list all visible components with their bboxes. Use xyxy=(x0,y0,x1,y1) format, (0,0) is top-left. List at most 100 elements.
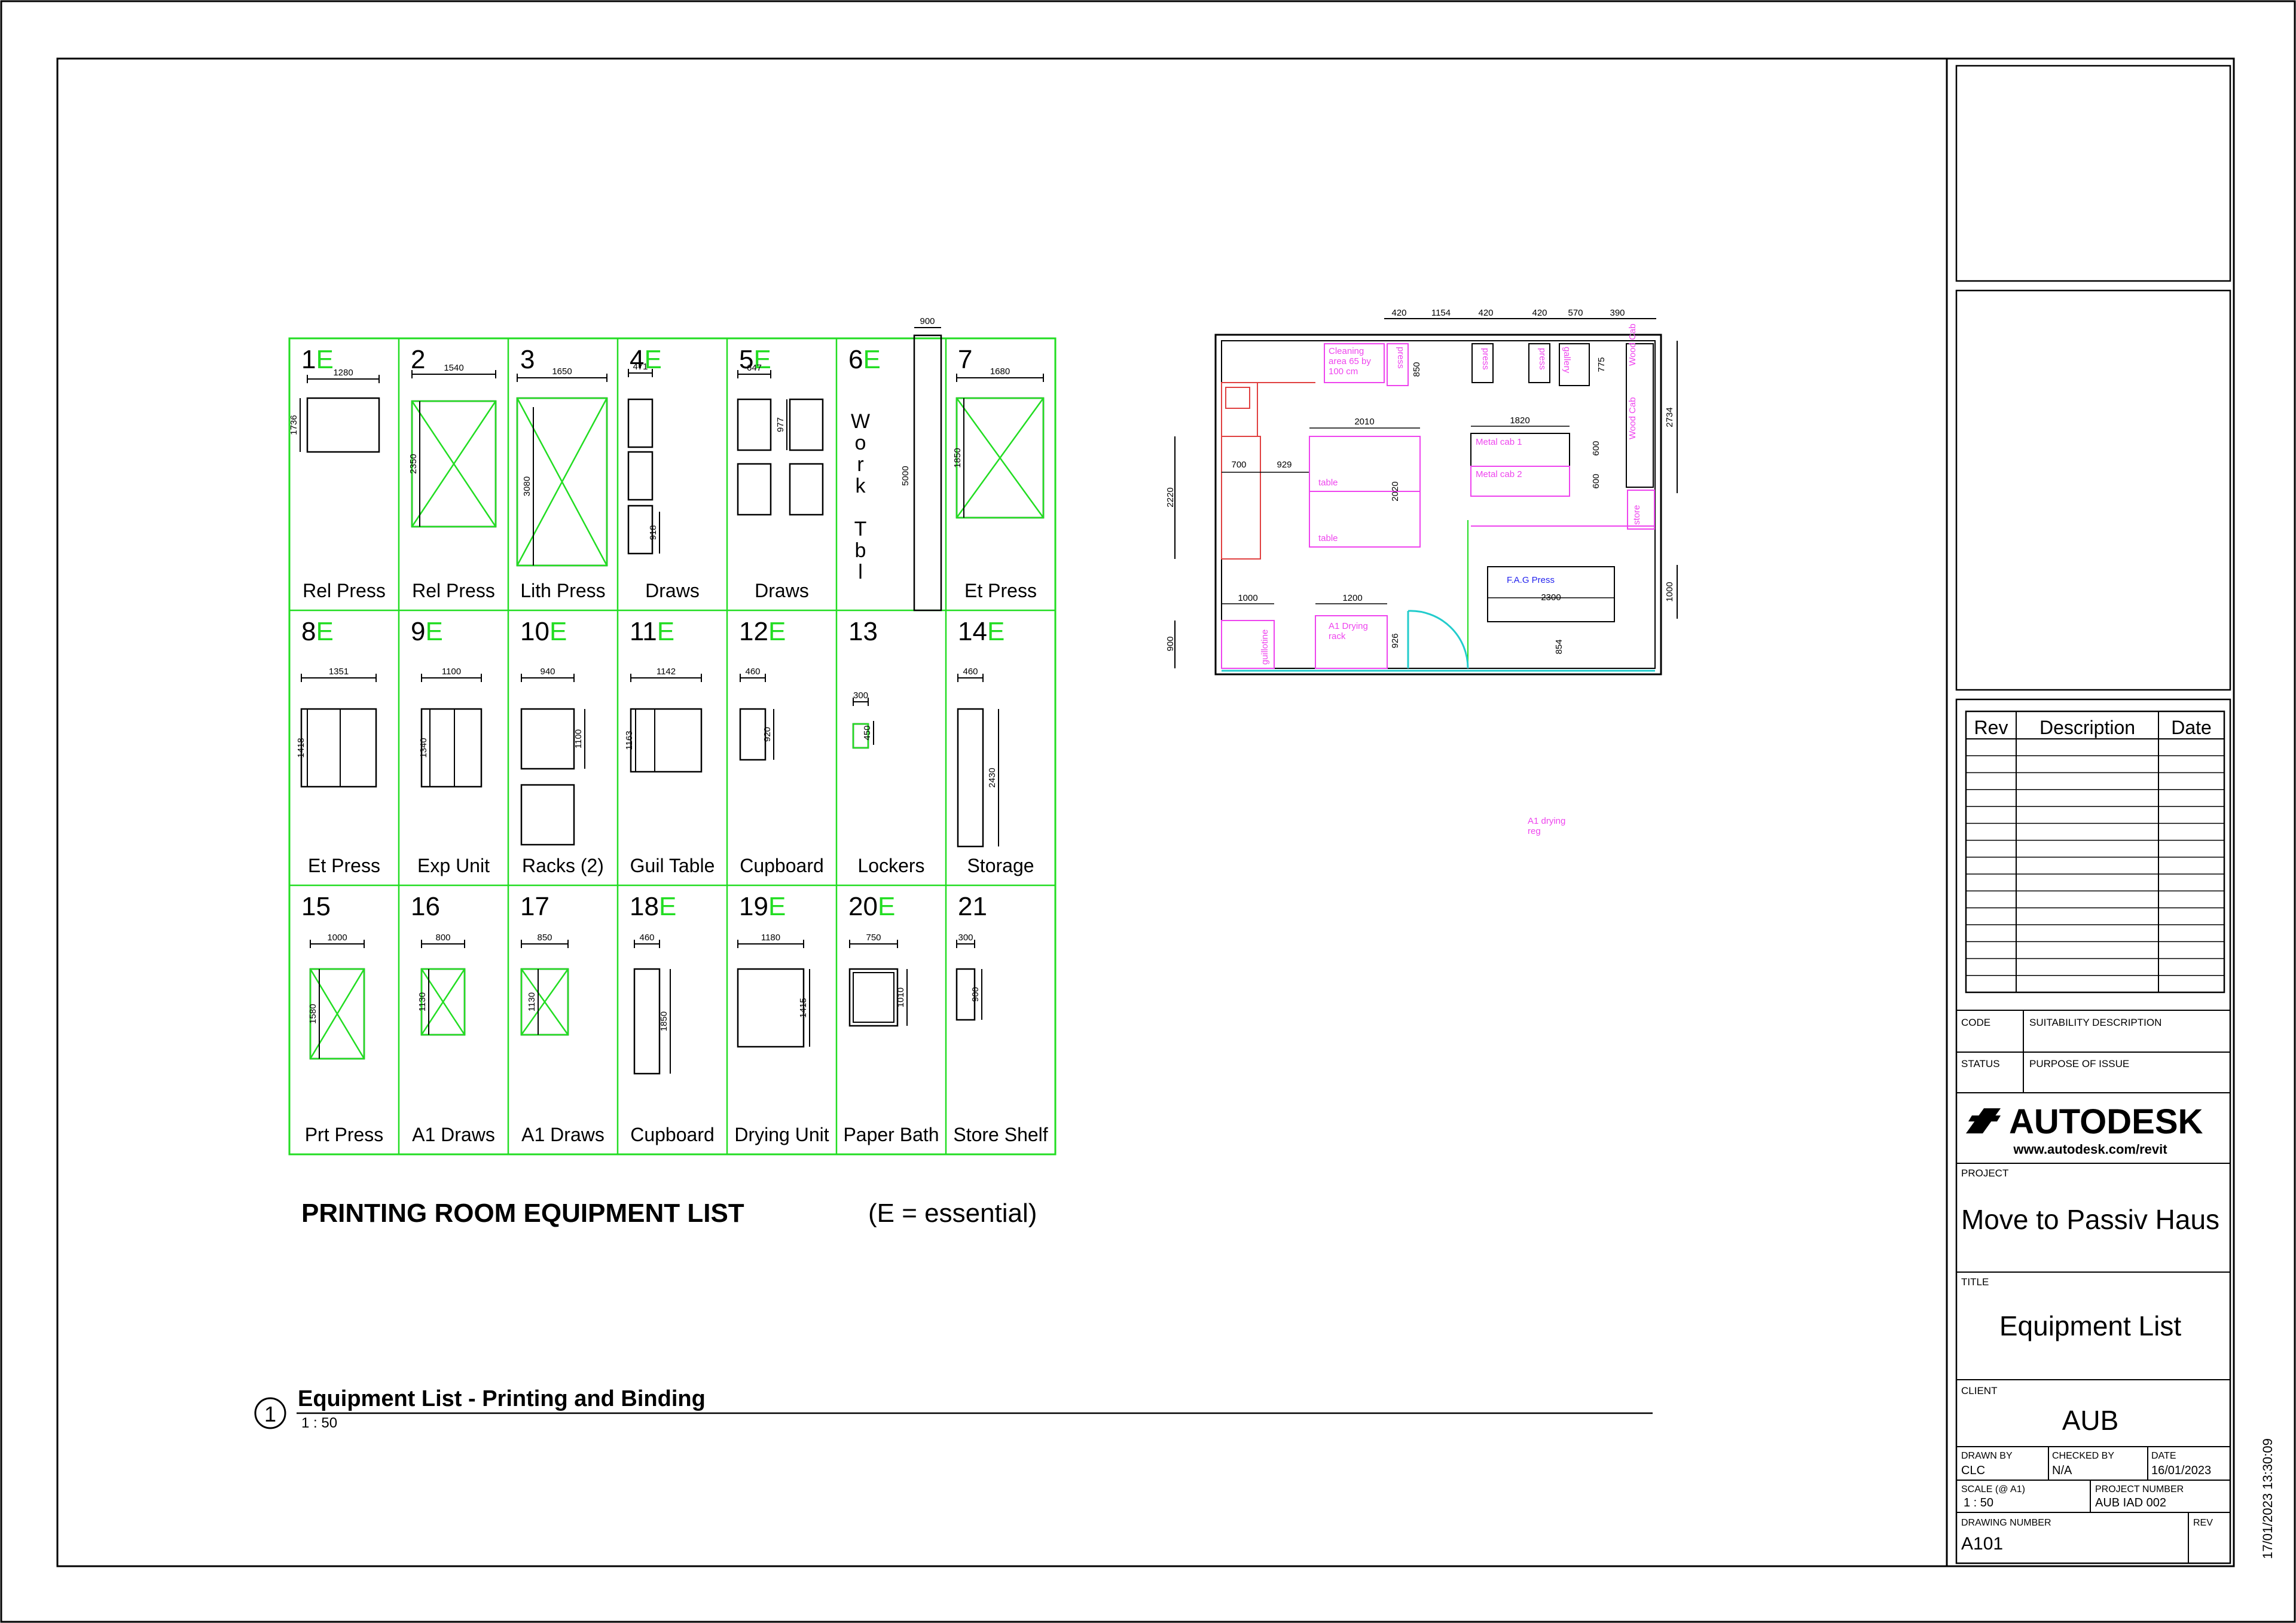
equipment-number: 20E xyxy=(848,892,895,921)
sheet-title: Equipment List xyxy=(1999,1310,2181,1341)
essential-mark: E xyxy=(768,892,786,921)
equipment-symbol xyxy=(957,708,984,848)
dim-2020: 2020 xyxy=(1390,481,1400,501)
equipment-name: Rel Press xyxy=(303,580,386,601)
cleaning-area xyxy=(1324,343,1385,383)
wood-cab-label-2: Wood Cab xyxy=(1628,397,1638,439)
dim-600-b: 600 xyxy=(1591,473,1601,488)
purpose-label: PURPOSE OF ISSUE xyxy=(2029,1058,2129,1069)
cleaning-label-3: 100 cm xyxy=(1329,366,1358,377)
work-table-letter: T xyxy=(854,518,867,540)
store-label: store xyxy=(1632,505,1642,525)
dimension-width: 900 xyxy=(920,316,935,326)
dim-1200: 1200 xyxy=(1342,593,1362,603)
equipment-number: 15 xyxy=(301,892,331,921)
press-unit-1 xyxy=(1387,343,1409,386)
dim-1000-right: 1000 xyxy=(1665,582,1675,601)
dimension-width: 1540 xyxy=(444,363,463,373)
revision-header-rev: Rev xyxy=(1974,717,2008,738)
dimension-height: 1130 xyxy=(417,992,428,1011)
equipment-name: Draws xyxy=(755,580,809,601)
equipment-symbol xyxy=(955,968,976,1021)
symbol-inner xyxy=(853,972,894,1023)
equipment-list-title: PRINTING ROOM EQUIPMENT LIST xyxy=(301,1199,744,1228)
a1-reg-label-1: A1 drying xyxy=(1528,816,1565,826)
equipment-number: 6E xyxy=(848,345,881,374)
dim-700: 700 xyxy=(1231,460,1246,470)
dimension-width: 460 xyxy=(745,667,760,677)
sheet-inner-border xyxy=(56,57,2235,1567)
equipment-symbol xyxy=(627,398,654,448)
dim-2300: 2300 xyxy=(1541,592,1561,603)
equipment-symbol xyxy=(789,398,824,451)
equipment-name: A1 Draws xyxy=(412,1124,495,1145)
dimension-height: 1415 xyxy=(798,998,808,1017)
equipment-number: 3 xyxy=(520,345,535,374)
symbol-outline-green xyxy=(516,397,608,567)
gallery-label: gallery xyxy=(1562,347,1572,374)
press-unit-3 xyxy=(1528,343,1550,383)
drawing-number-label: DRAWING NUMBER xyxy=(1961,1518,2051,1528)
revision-table-border xyxy=(1965,710,2225,994)
dimension-width: 460 xyxy=(963,667,978,677)
symbol-outline-green xyxy=(420,968,466,1036)
equipment-symbol xyxy=(737,463,772,516)
dim-2734: 2734 xyxy=(1665,407,1675,427)
metal-cab-1-label: Metal cab 1 xyxy=(1476,437,1522,447)
revision-table: Rev Description Date xyxy=(1965,710,2225,994)
revision-header-date: Date xyxy=(2171,717,2212,738)
cleaning-label-2: area 65 by xyxy=(1329,356,1371,366)
room-wall-outer xyxy=(1214,334,1662,676)
equipment-name: Guil Table xyxy=(630,855,715,876)
equipment-number: 1E xyxy=(301,345,334,374)
equipment-symbol xyxy=(627,505,654,555)
dimension-height: 450 xyxy=(862,725,872,740)
dim-854: 854 xyxy=(1554,639,1564,654)
work-table-letter: l xyxy=(858,561,863,583)
a1-drying-rack xyxy=(1315,615,1388,669)
dim-775: 775 xyxy=(1596,357,1607,372)
date-label: DATE xyxy=(2151,1451,2176,1461)
dimension-height: 1340 xyxy=(419,738,429,757)
scale-value: 1 : 50 xyxy=(1964,1496,1993,1509)
dimension-height: 900 xyxy=(970,987,981,1002)
equipment-number: 11E xyxy=(630,617,674,646)
status-label: STATUS xyxy=(1961,1058,2000,1069)
equipment-number: 2 xyxy=(411,345,425,374)
equipment-number: 7 xyxy=(958,345,972,374)
a1-rack-label-1: A1 Drying xyxy=(1329,621,1368,631)
equipment-name: Lockers xyxy=(857,855,924,876)
dim-1820: 1820 xyxy=(1510,415,1529,426)
metal-cab-2 xyxy=(1470,466,1570,497)
dim-top-4: 420 xyxy=(1532,308,1547,318)
autodesk-url: www.autodesk.com/revit xyxy=(2013,1142,2167,1157)
guillotine-label: guillotine xyxy=(1260,629,1270,665)
equipment-symbol xyxy=(300,708,377,788)
room-wall-inner xyxy=(1221,340,1656,669)
work-table-letter: b xyxy=(855,539,866,562)
dimension-width: 1650 xyxy=(552,366,572,377)
dimension-height: 1130 xyxy=(527,992,537,1011)
project-name: Move to Passiv Haus xyxy=(1961,1204,2219,1235)
essential-mark: E xyxy=(878,892,895,921)
symbol-outline-green xyxy=(309,968,365,1060)
symbol-outline-green xyxy=(852,723,869,749)
dimension-width: 460 xyxy=(639,933,654,943)
dimension-height: 2350 xyxy=(408,454,419,473)
dimension-height: 1736 xyxy=(289,415,299,435)
essential-mark: E xyxy=(316,617,333,646)
print-timestamp: 17/01/2023 13:30:09 xyxy=(2260,1438,2275,1559)
dimension-width: 1000 xyxy=(327,933,347,943)
revision-header-description: Description xyxy=(2039,717,2135,738)
a1-rack-label-2: rack xyxy=(1329,631,1346,641)
equipment-name: Exp Unit xyxy=(417,855,490,876)
